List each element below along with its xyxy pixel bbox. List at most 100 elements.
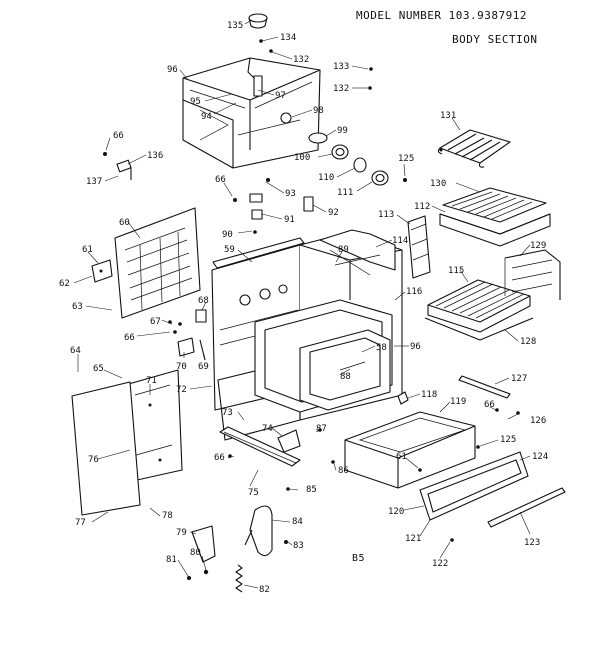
callout-58: 58 — [376, 343, 387, 353]
callout-84: 84 — [292, 517, 303, 527]
callout-128: 128 — [520, 337, 536, 347]
callout-121: 121 — [405, 534, 421, 544]
callout-119: 119 — [450, 397, 466, 407]
callout-81: 81 — [166, 555, 177, 565]
callout-66-c: 66 — [124, 333, 135, 343]
callout-124: 124 — [532, 452, 548, 462]
callout-99: 99 — [337, 126, 348, 136]
callout-125-bottom: 125 — [500, 435, 516, 445]
callout-78: 78 — [162, 511, 173, 521]
part-drawer-front-124 — [419, 451, 529, 521]
callout-93: 93 — [285, 189, 296, 199]
part-strip-123 — [487, 487, 566, 528]
callout-66-d: 66 — [484, 400, 495, 410]
callout-86: 86 — [338, 466, 349, 476]
callout-69: 69 — [198, 362, 209, 372]
part-screws-top — [259, 39, 373, 90]
callout-70: 70 — [176, 362, 187, 372]
part-rear-panel-60 — [114, 207, 201, 319]
part-bracket-70 — [177, 337, 206, 361]
part-strip-127 — [458, 375, 520, 415]
part-broiler-pan-130 — [439, 187, 551, 247]
callout-123: 123 — [524, 538, 540, 548]
callout-120: 120 — [388, 507, 404, 517]
part-broil-element-131 — [437, 129, 511, 168]
callout-125-top: 125 — [398, 154, 414, 164]
part-spring-82 — [187, 564, 243, 593]
callout-89: 89 — [338, 245, 349, 255]
callout-66-b: 66 — [215, 175, 226, 185]
part-hinge-84 — [191, 505, 288, 563]
part-kickplate-75 — [219, 426, 301, 467]
callout-61-b: 61 — [396, 452, 407, 462]
callout-90: 90 — [222, 230, 233, 240]
callout-126: 126 — [530, 416, 546, 426]
callout-129: 129 — [530, 241, 546, 251]
part-grommets — [308, 132, 407, 186]
callout-112: 112 — [414, 202, 430, 212]
part-bracket-62 — [91, 259, 113, 283]
part-knob-135 — [248, 13, 268, 29]
callout-87: 87 — [316, 424, 327, 434]
part-oven-liner-58 — [254, 299, 393, 413]
callout-62: 62 — [59, 279, 70, 289]
callout-76: 76 — [88, 455, 99, 465]
callout-73: 73 — [222, 408, 233, 418]
callout-80: 80 — [190, 548, 201, 558]
part-drawer-119 — [344, 411, 476, 489]
callout-91: 91 — [284, 215, 295, 225]
callout-79: 79 — [176, 528, 187, 538]
callout-127: 127 — [511, 374, 527, 384]
part-clip-118 — [397, 391, 409, 405]
callout-94: 94 — [201, 112, 212, 122]
callout-132-top: 132 — [293, 55, 309, 65]
callout-100: 100 — [294, 153, 310, 163]
part-hinge-68 — [168, 309, 207, 334]
callout-92: 92 — [328, 208, 339, 218]
model-number: MODEL NUMBER 103.9387912 — [356, 9, 527, 22]
callout-67: 67 — [150, 317, 161, 327]
callout-134: 134 — [280, 33, 296, 43]
callout-95: 95 — [190, 97, 201, 107]
callout-83: 83 — [293, 541, 304, 551]
callout-65: 65 — [93, 364, 104, 374]
part-insert-113 — [407, 215, 431, 279]
callout-135: 135 — [227, 21, 243, 31]
callout-88: 88 — [340, 372, 351, 382]
part-outer-side-panel-77 — [71, 381, 141, 516]
section-title: BODY SECTION — [452, 33, 538, 46]
callout-68: 68 — [198, 296, 209, 306]
part-bracket-91 — [233, 178, 314, 234]
callout-64: 64 — [70, 346, 81, 356]
callout-130: 130 — [430, 179, 446, 189]
callout-82: 82 — [259, 585, 270, 595]
leader-lines — [73, 19, 531, 589]
callout-114: 114 — [392, 236, 408, 246]
callout-61-a: 61 — [82, 245, 93, 255]
callout-60: 60 — [119, 218, 130, 228]
callout-122: 122 — [432, 559, 448, 569]
callout-66-a: 66 — [113, 131, 124, 141]
callout-111: 111 — [337, 188, 353, 198]
callout-59: 59 — [224, 245, 235, 255]
callout-131: 131 — [440, 111, 456, 121]
callout-72: 72 — [176, 385, 187, 395]
part-hardware-lower — [450, 408, 499, 542]
callout-96-top: 96 — [167, 65, 178, 75]
callout-96-mid: 96 — [410, 342, 421, 352]
callout-116: 116 — [406, 287, 422, 297]
callout-labels: 135 134 132 133 132 96 97 95 94 98 99 10… — [59, 21, 548, 595]
callout-85: 85 — [306, 485, 317, 495]
callout-98: 98 — [313, 106, 324, 116]
callout-74: 74 — [262, 424, 273, 434]
part-bracket-136 — [103, 152, 132, 180]
callout-63: 63 — [72, 302, 83, 312]
callout-97: 97 — [275, 91, 286, 101]
callout-71: 71 — [146, 376, 157, 386]
callout-136: 136 — [147, 151, 163, 161]
callout-133: 133 — [333, 62, 349, 72]
callout-132-right: 132 — [333, 84, 349, 94]
callout-137: 137 — [86, 177, 102, 187]
part-oven-rack-115 — [424, 279, 534, 341]
